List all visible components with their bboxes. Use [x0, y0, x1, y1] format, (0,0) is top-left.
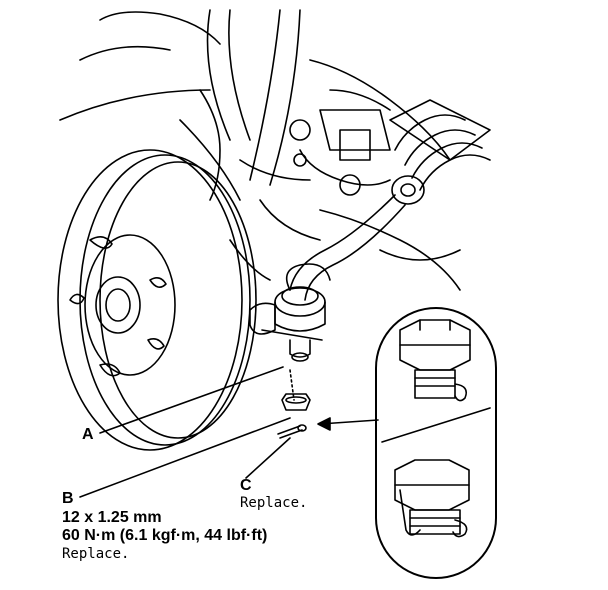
callout-a-letter: A [82, 426, 94, 443]
callout-b-torque: 60 N·m (6.1 kgf·m, 44 lbf·ft) [62, 527, 268, 544]
steering-rack [389, 99, 491, 205]
detail-inset [375, 307, 497, 579]
callout-b-note: Replace. [62, 546, 130, 562]
tie-rod [249, 194, 406, 362]
leader-c [245, 437, 291, 479]
callout-c-letter: C [240, 477, 252, 494]
suspension-strut [59, 9, 461, 291]
leader-a [99, 366, 284, 434]
leader-b [79, 417, 291, 498]
brake-disc [57, 149, 257, 451]
castle-nut-a [281, 369, 311, 411]
detail-arrow [317, 417, 379, 431]
callout-c-note: Replace. [240, 495, 308, 511]
callout-b-letter: B [62, 490, 74, 507]
callout-b-size: 12 x 1.25 mm [62, 509, 162, 526]
cotter-pin-c [277, 424, 307, 439]
